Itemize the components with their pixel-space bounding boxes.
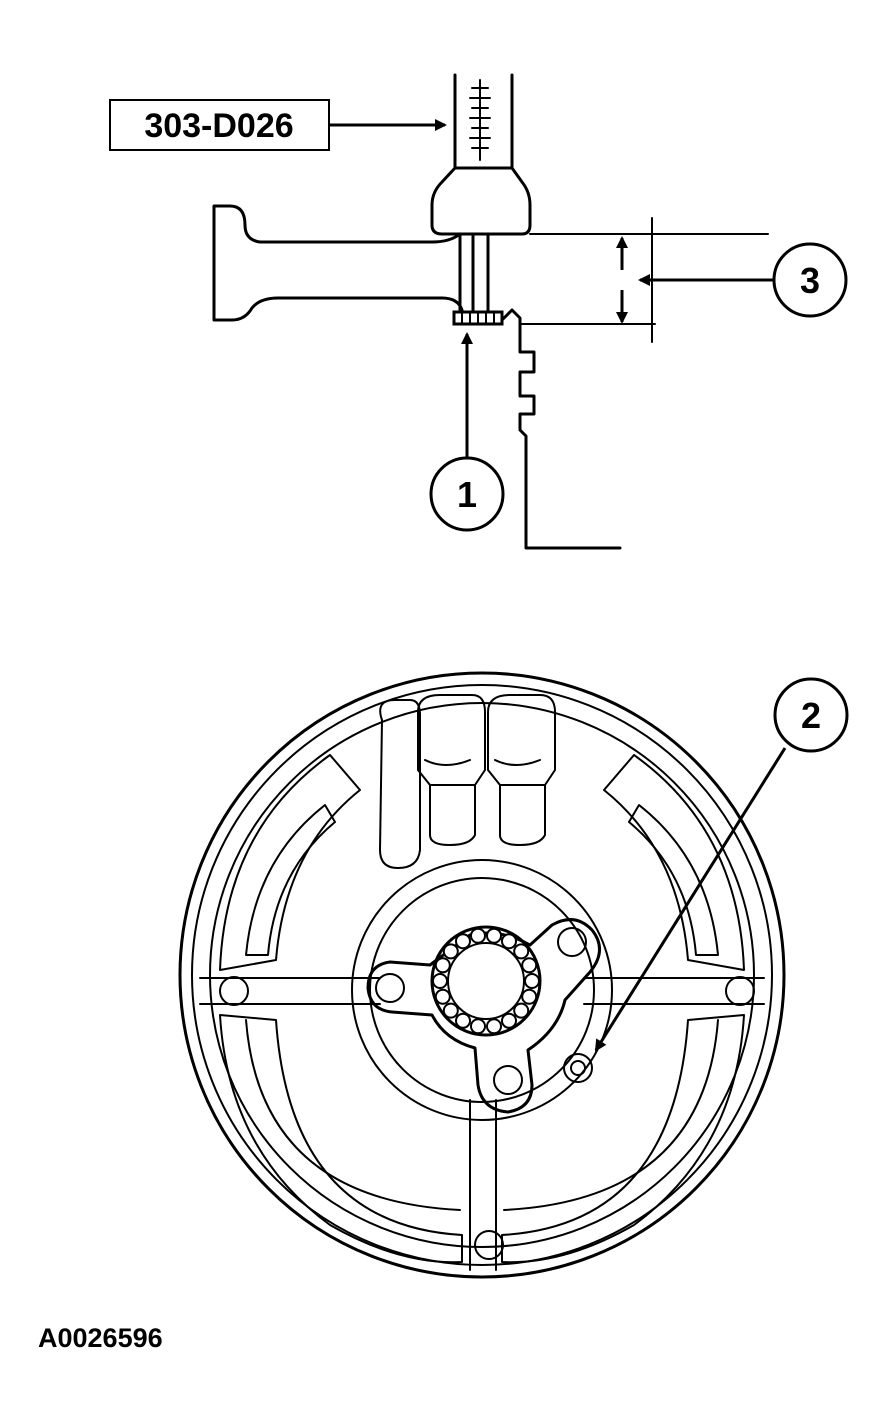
needle-roller <box>442 943 459 960</box>
callout-1: 1 <box>429 456 505 532</box>
figure-id: A0026596 <box>38 1323 163 1353</box>
callout-1-number: 1 <box>457 474 477 515</box>
needle-roller <box>434 988 451 1005</box>
callout-3-number: 3 <box>800 260 820 301</box>
needle-roller <box>501 933 517 950</box>
carrier-rivets <box>219 976 755 1260</box>
depth-gauge-tool <box>430 73 532 314</box>
callout-2: 2 <box>773 677 849 753</box>
needle-roller <box>521 988 538 1005</box>
needle-roller <box>486 927 502 944</box>
depth-measurement-detail: 303-D026 <box>109 73 848 550</box>
bearing-surface <box>452 310 504 326</box>
needle-roller <box>434 957 451 974</box>
hub-flange <box>366 918 601 1114</box>
needle-roller <box>524 973 540 989</box>
clutch-fingers <box>379 694 556 869</box>
center-needle-bearing <box>430 925 542 1037</box>
carrier-pockets <box>219 754 745 1264</box>
check-ball-hole <box>563 1053 593 1083</box>
needle-roller <box>521 957 538 974</box>
callout-2-arrow <box>594 747 787 1052</box>
needle-roller <box>513 943 530 960</box>
callout-3: 3 <box>772 242 848 318</box>
callout-2-number: 2 <box>801 695 821 736</box>
needle-roller <box>470 927 486 944</box>
tool-label-box: 303-D026 <box>109 99 330 151</box>
needle-roller <box>442 1002 459 1019</box>
needle-roller <box>486 1018 502 1035</box>
needle-roller <box>455 1012 471 1029</box>
input-shaft-section <box>212 204 464 322</box>
carrier-plan-view: 2 <box>178 671 849 1279</box>
needle-rollers <box>432 927 540 1035</box>
needle-roller <box>501 1012 517 1029</box>
tool-label-text: 303-D026 <box>144 107 293 145</box>
needle-roller <box>513 1002 530 1019</box>
needle-roller <box>455 933 471 950</box>
needle-roller <box>432 973 448 989</box>
needle-roller <box>470 1018 486 1035</box>
case-housing-profile <box>500 308 622 550</box>
